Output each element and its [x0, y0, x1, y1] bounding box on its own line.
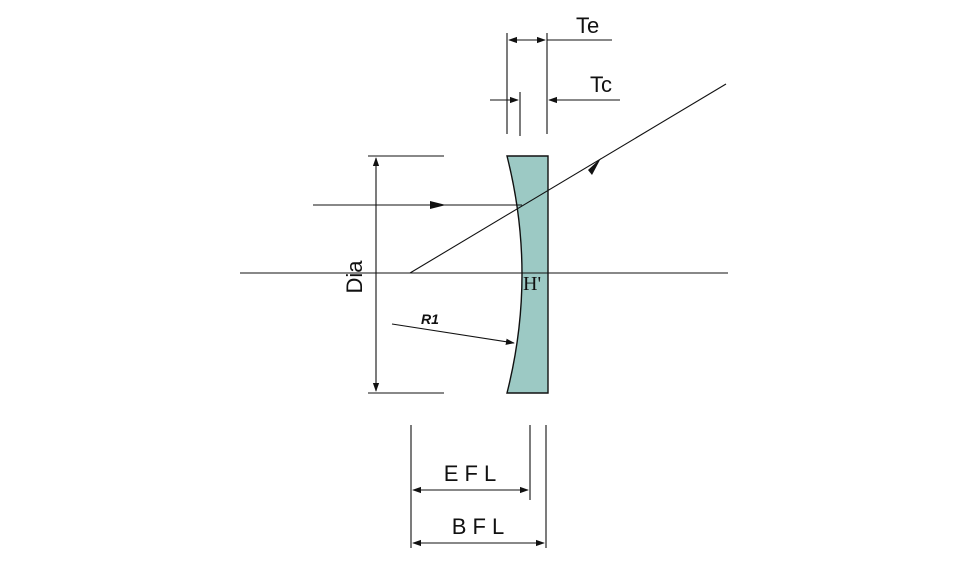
lens-element: [506, 155, 549, 394]
diverging-ray-arrow: [588, 158, 601, 175]
h-prime-label: H': [523, 273, 541, 295]
r1-leader: [391, 323, 515, 345]
efl-label: E F L: [444, 461, 497, 486]
bfl-label: B F L: [452, 514, 505, 539]
te-label: Te: [576, 13, 599, 38]
tc-label: Tc: [590, 72, 612, 97]
dia-label: Dia: [342, 260, 367, 294]
r1-label: R1: [421, 311, 439, 327]
diverging-ray: [409, 83, 727, 274]
incoming-ray-arrow: [430, 201, 446, 209]
